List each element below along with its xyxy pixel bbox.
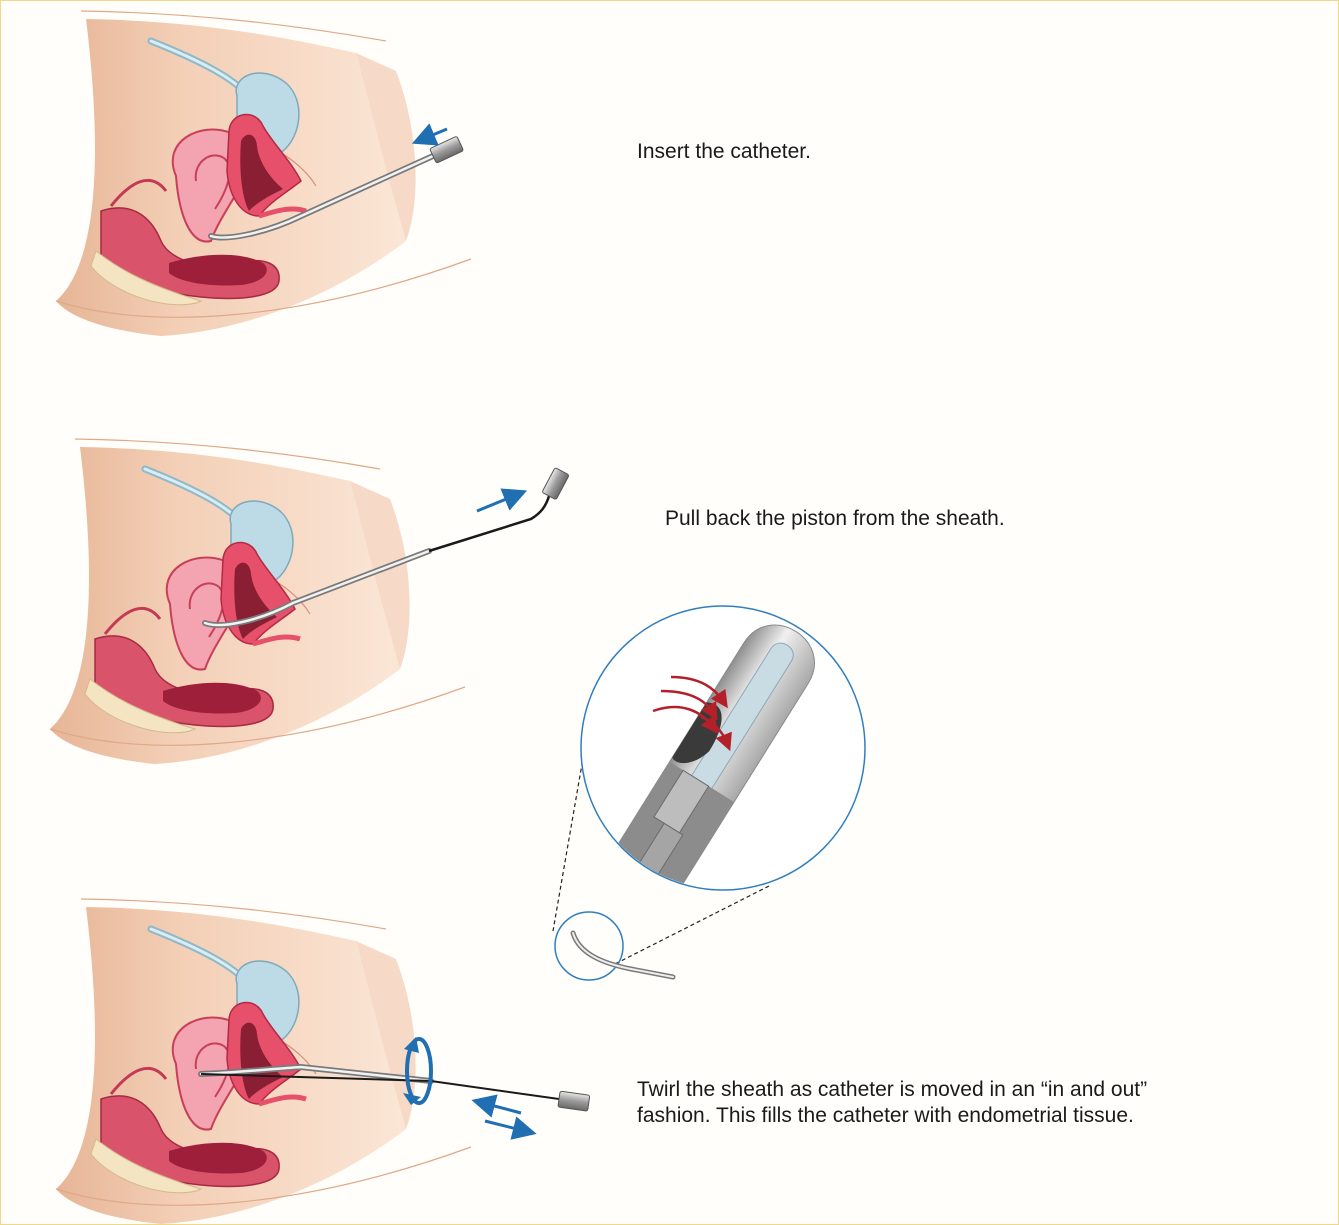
rotation-arrow xyxy=(403,1037,431,1105)
blue-direction-arrow xyxy=(485,1121,525,1131)
piston-handle xyxy=(558,1091,590,1111)
step-2-illustration xyxy=(50,439,569,764)
piston-wire xyxy=(429,496,549,551)
step-1-caption: Insert the catheter. xyxy=(637,139,811,165)
catheter-handle xyxy=(430,136,464,163)
step-1-illustration xyxy=(56,11,471,336)
blue-direction-arrow xyxy=(483,1103,521,1113)
blue-direction-arrow xyxy=(423,129,447,139)
step-3-illustration xyxy=(56,899,590,1224)
blue-direction-arrow xyxy=(477,495,516,511)
step-3-caption: Twirl the sheath as catheter is moved in… xyxy=(637,1077,1317,1129)
step-2-caption: Pull back the piston from the sheath. xyxy=(665,506,1005,532)
magnifier-small-circle xyxy=(555,912,623,980)
magnifier-inset xyxy=(553,606,865,980)
piston-handle xyxy=(542,468,569,500)
